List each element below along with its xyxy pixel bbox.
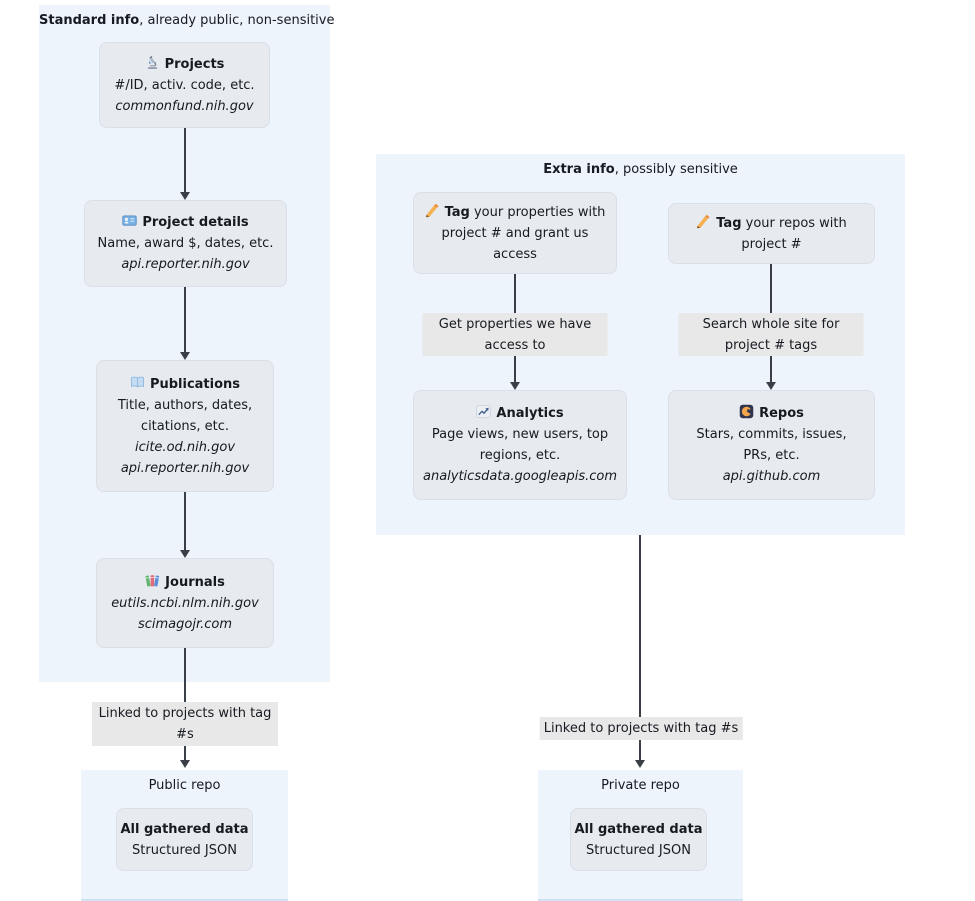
writing-hand-icon [696,214,711,229]
node-data-title: All gathered data [574,821,703,837]
node-tag-repos: Tag your repos with project # [668,203,875,264]
arrow-head [180,352,190,360]
arrow-head [766,382,776,390]
node-domain: api.reporter.nih.gov [121,257,250,272]
node-desc: Page views, new users, top regions, etc. [431,427,609,463]
arrow-line [184,287,186,352]
node-domain: scimagojr.com [137,616,233,632]
node-domain: api.github.com [722,469,821,484]
node-publications: Publications Title, authors, dates, cita… [96,360,274,492]
arrow-line [639,535,641,760]
node-journals: Journals eutils.ncbi.nlm.nih.gov scimago… [96,558,274,648]
public-repo-title: Public repo [148,778,221,793]
node-data-line: Structured JSON [132,842,237,858]
repos-icon [739,404,754,419]
arrow-head [180,760,190,768]
arrow-head [635,760,645,768]
node-desc: #/ID, activ. code, etc. [114,77,255,93]
arrow-head [180,550,190,558]
arrow-line [184,492,186,550]
standard-info-title: Standard info, already public, non-sensi… [39,13,335,28]
edge-label-search-site: Search whole site for project # tags [678,313,864,356]
node-private-data: All gathered data Structured JSON [570,808,707,871]
node-domain: analyticsdata.googleapis.com [422,469,618,484]
edge-label-linked-left: Linked to projects with tag #s [92,702,278,746]
node-domain: icite.od.nih.gov [134,439,236,455]
private-repo-title: Private repo [601,778,680,793]
public-repo-container: Public repo [81,770,288,901]
node-desc: Stars, commits, issues, PRs, etc. [696,427,847,463]
node-desc: Name, award $, dates, etc. [97,236,274,251]
edge-label-get-properties: Get properties we have access to [422,313,608,356]
node-domain: api.reporter.nih.gov [120,460,250,476]
node-domain: commonfund.nih.gov [115,98,254,114]
node-public-data: All gathered data Structured JSON [116,808,253,871]
node-projects: Projects #/ID, activ. code, etc. commonf… [99,42,270,128]
arrow-head [180,192,190,200]
id-card-icon [122,213,137,228]
books-icon [145,573,160,588]
open-book-icon [130,375,145,390]
chart-increasing-icon [476,404,492,419]
microscope-icon [145,55,160,70]
arrow-line [184,128,186,192]
node-analytics: Analytics Page views, new users, top reg… [413,390,627,500]
edge-label-linked-right: Linked to projects with tag #s [539,717,743,740]
node-data-line: Structured JSON [586,842,691,858]
node-desc: Title, authors, dates, citations, etc. [117,397,253,434]
arrow-head [510,382,520,390]
node-data-title: All gathered data [120,821,249,837]
writing-hand-icon [425,203,440,218]
extra-info-title: Extra info, possibly sensitive [543,162,738,177]
node-project-details: Project details Name, award $, dates, et… [84,200,287,287]
node-repos: Repos Stars, commits, issues, PRs, etc. … [668,390,875,500]
node-domain: eutils.ncbi.nlm.nih.gov [111,595,259,611]
node-tag-properties: Tag your properties with project # and g… [413,192,617,274]
